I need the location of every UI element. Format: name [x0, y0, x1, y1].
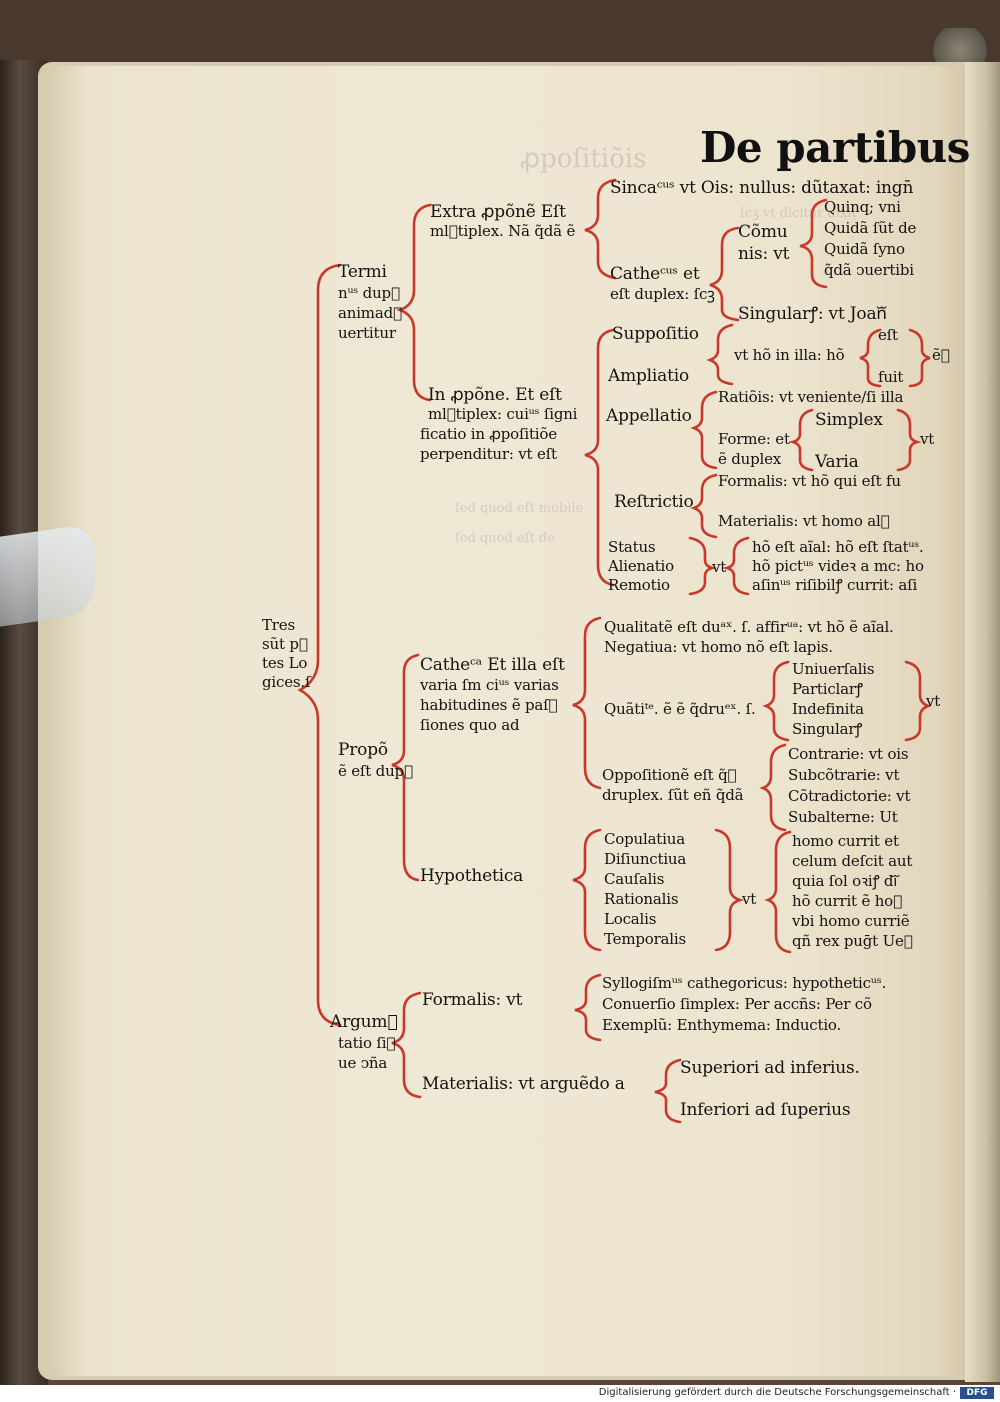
- propositio-line-1: Propõ: [338, 740, 388, 760]
- cathegorica-line-3: habitudines ẽ paſᷓ: [420, 696, 558, 714]
- singularis: Singularꝭ: vt Joanᷓ: [738, 304, 887, 324]
- cathegorica-line-1: Catheᶜᵃ Et illa eſt: [420, 655, 565, 675]
- materialis-label: Materialis: vt arguẽdo a: [422, 1074, 625, 1094]
- restrictio-formalis: Formalis: vt hõ qui eſt fu: [718, 472, 901, 490]
- in-line-3: ficatio in ꝓpoſitiõe: [420, 425, 557, 443]
- forme-simplex: Simplex: [815, 410, 883, 430]
- qualitate-line-2: Negatiua: vt homo nõ eſt lapis.: [604, 638, 833, 656]
- oppositione-subcontrarie: Subcõtrarie: vt: [788, 766, 900, 784]
- footer-bar: Digitalisierung gefördert durch die Deut…: [0, 1385, 1000, 1402]
- communis-item-4: q̃dã ↄuertibi: [824, 261, 914, 279]
- formalis-item-3: Exemplũ: Enthymema: Inductio.: [602, 1016, 842, 1034]
- hypothetica-disiunctiva: Diſiunctiua: [604, 850, 687, 868]
- hypothetica-temporalis: Temporalis: [604, 930, 686, 948]
- root-line-2: sũt pᷓ: [262, 635, 308, 653]
- terminus-line-2: nᵘˢ dupᷓ: [338, 284, 400, 302]
- ampliatio-example: vt hõ in illa: hõ: [734, 346, 845, 364]
- hypothetica-rationalis: Rationalis: [604, 890, 679, 908]
- communis-item-3: Quidã ſyno: [824, 240, 905, 258]
- propositio-line-2: ẽ eſt dupᷓ: [338, 762, 413, 780]
- gutter: [965, 62, 1000, 1382]
- property-alienatio: Alienatio: [608, 557, 674, 575]
- terminus-line-4: uertitur: [338, 324, 396, 342]
- argumentatio-line-3: ue ↄña: [338, 1054, 388, 1072]
- communis-line-1: Cõmu: [738, 222, 788, 242]
- appellatio-forme-1: Forme: et: [718, 430, 790, 448]
- oppositione-line-2: druplex. ſũt eñ q̃dã: [602, 786, 744, 804]
- terminus-line-1: Termi: [338, 262, 387, 282]
- oppositione-contradictorie: Cõtradictorie: vt: [788, 787, 911, 805]
- property-suppositio: Suppoſitio: [612, 324, 699, 344]
- qualitate-line-1: Qualitatẽ eſt duᵃˣ. ſ. affirᵘᵃ: vt hõ ẽ …: [604, 618, 894, 636]
- materialis-item-1: Superiori ad inferius.: [680, 1058, 860, 1078]
- property-remotio: Remotio: [608, 576, 670, 594]
- property-ampliatio: Ampliatio: [608, 366, 689, 386]
- communis-item-2: Quidã ſũt de: [824, 219, 917, 237]
- oppositione-subalterne: Subalterne: Ut: [788, 808, 898, 826]
- materialis-item-2: Inferiori ad ſuperius: [680, 1100, 851, 1120]
- hypothetica-example-4: hõ currit ẽ hoᷓ: [792, 892, 902, 910]
- hypothetica-copulativa: Copulatiua: [604, 830, 685, 848]
- oppositione-line-1: Oppoſitionẽ eſt q̃ᷓ: [602, 766, 737, 784]
- root-line-3: tes Lo: [262, 654, 308, 672]
- cathegorematicus-line-2: eſt duplex: ſcꝫ: [610, 285, 715, 303]
- cathegorica-line-2: varia ſm ciᵘˢ varias: [420, 676, 559, 694]
- formalis-item-1: Syllogiſmᵘˢ cathegoricus: hypotheticᵘˢ.: [602, 974, 887, 992]
- quantitate-label: Quãtiᵗᵉ. ẽ ẽ q̃druᵉˣ. ſ.: [604, 700, 756, 718]
- forme-varia: Varia: [815, 452, 859, 472]
- running-title: De partibus: [700, 123, 970, 172]
- hypothetica-vt: vt: [742, 890, 757, 908]
- argumentatio-line-2: tatio ſiᷓ: [338, 1034, 396, 1052]
- hypothetica-causalis: Cauſalis: [604, 870, 665, 888]
- tense-fuit: fuit: [878, 368, 904, 386]
- oppositione-contrarie: Contrarie: vt ois: [788, 745, 909, 763]
- hypothetica-localis: Localis: [604, 910, 657, 928]
- in-line-1: In ꝓpõne. Et eſt: [428, 385, 562, 405]
- extra-line-2: mlᷓtiplex. Nã q̃dã ẽ: [430, 222, 576, 240]
- quantitate-singularis: Singularꝭ: [792, 720, 863, 738]
- formalis-label: Formalis: vt: [422, 990, 523, 1010]
- forme-vt: vt: [920, 430, 935, 448]
- quantitate-particularis: Particlarꝭ: [792, 680, 863, 698]
- footer-credit: Digitalisierung gefördert durch die Deut…: [598, 1387, 956, 1398]
- dfg-logo: DFG: [960, 1387, 994, 1399]
- quantitate-universalis: Uniuerſalis: [792, 660, 875, 678]
- hypothetica-example-5: vbi homo curriẽ: [792, 912, 910, 930]
- hypothetica-example-2: celum deſcit aut: [792, 852, 913, 870]
- in-line-4: perpenditur: vt eſt: [420, 445, 557, 463]
- communis-item-1: Quinq; vni: [824, 198, 901, 216]
- appellatio-rationis: Ratiõis: vt veniente/ſi illa: [718, 388, 904, 406]
- status-example-1: hõ eſt aĩal: hõ eſt ſtatᵘˢ.: [752, 538, 924, 556]
- communis-line-2: nis: vt: [738, 244, 790, 264]
- status-example-2: hõ pictᵘˢ videꝛ a mc: ho: [752, 557, 924, 575]
- hypothetica-example-3: quia ſol oꝛiꝭ diᷓ: [792, 872, 898, 890]
- argumentatio-line-1: Argumᷓ: [330, 1012, 398, 1032]
- status-example-3: aſinᵘˢ riſibilꝭ currit: aſi: [752, 576, 918, 594]
- quantitate-vt: vt: [926, 692, 941, 710]
- restrictio-materialis: Materialis: vt homo alᷓ: [718, 512, 890, 530]
- property-restrictio: Reſtrictio: [614, 492, 694, 512]
- sincategorematicus: Sincaᶜᵘˢ vt Ois: nullus: dũtaxat: ingn̄: [610, 178, 914, 198]
- cathegorica-line-4: ſiones quo ad: [420, 716, 520, 734]
- hypothetica-example-1: homo currit et: [792, 832, 899, 850]
- cathegorematicus-line-1: Catheᶜᵘˢ et: [610, 264, 700, 284]
- property-appellatio: Appellatio: [606, 406, 692, 426]
- appellatio-forme-2: ẽ duplex: [718, 450, 782, 468]
- formalis-item-2: Conuerſio ſimplex: Per accñs: Per cõ: [602, 995, 872, 1013]
- hypothetica-example-6: qñ rex puḡt Ueᷓ: [792, 932, 913, 950]
- tense-est: eſt: [878, 326, 898, 344]
- property-status: Status: [608, 538, 656, 556]
- root-line-1: Tres: [262, 616, 295, 634]
- tense-erit: ẽᷓ: [932, 346, 950, 364]
- hypothetica-label: Hypothetica: [420, 866, 524, 886]
- root-line-4: gices.ſ: [262, 673, 311, 691]
- extra-line-1: Extra ꝓpõnẽ Eſt: [430, 202, 566, 222]
- terminus-line-3: animadᷓ: [338, 304, 402, 322]
- in-line-2: mlᷓtiplex: cuiᵘˢ ſigni: [428, 405, 578, 423]
- quantitate-indefinita: Indefinita: [792, 700, 864, 718]
- status-vt: vt: [712, 558, 727, 576]
